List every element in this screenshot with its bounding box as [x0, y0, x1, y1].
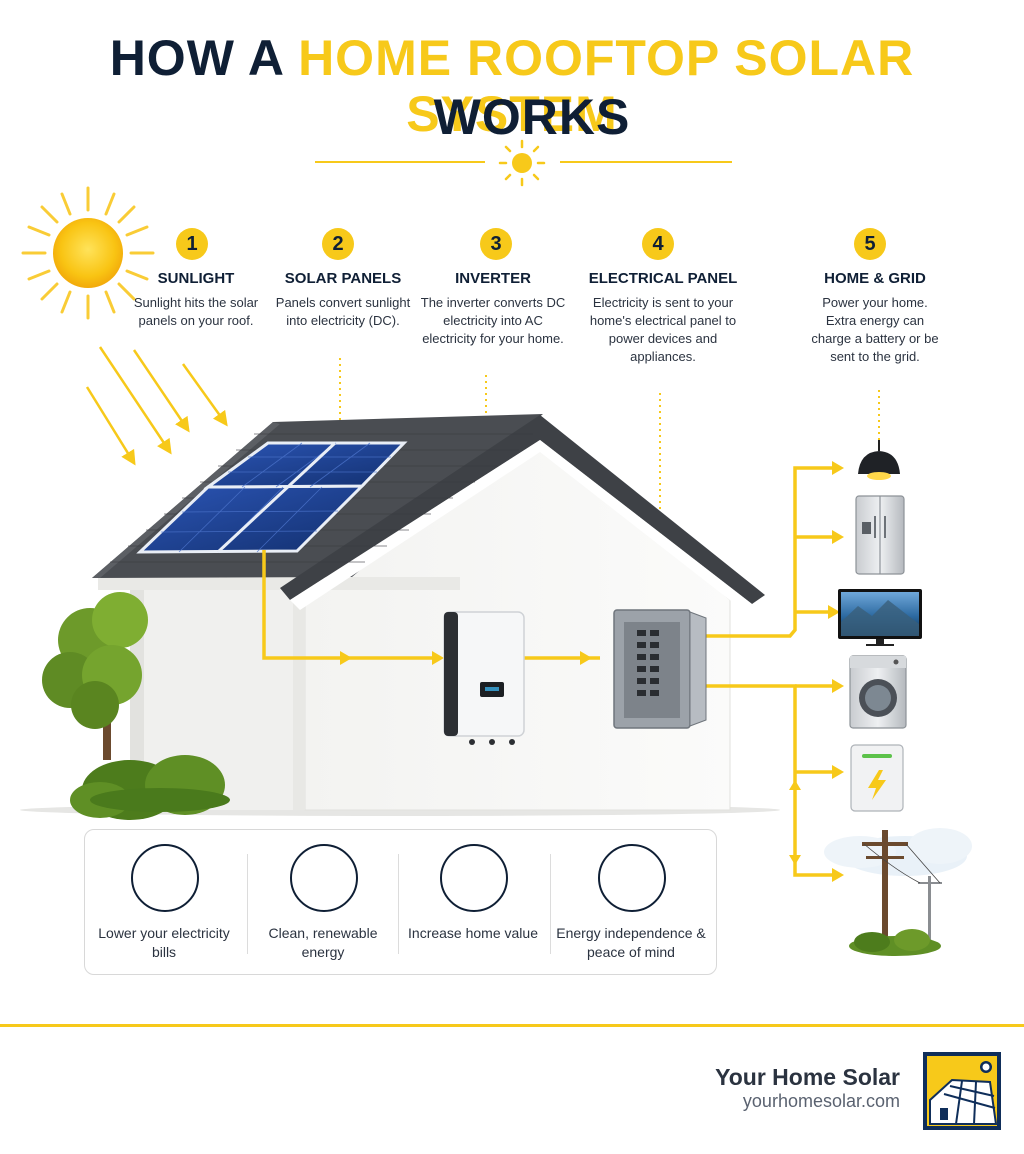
benefit-icon-circle	[598, 844, 666, 912]
benefit-icon-circle	[131, 844, 199, 912]
page-title: HOW A HOME ROOFTOP SOLAR SYSTEM	[0, 30, 1024, 142]
page-title-line-2: WORKS	[433, 89, 631, 145]
title-divider-left	[315, 161, 485, 163]
benefit-independence: Energy independence & peace of mind	[556, 830, 706, 974]
step-5-number: 5	[854, 228, 886, 260]
title-divider-right	[560, 161, 732, 163]
benefit-label: Clean, renewable energy	[268, 925, 378, 960]
benefit-clean-energy: Clean, renewable energy	[248, 830, 398, 974]
step-5-title: HOME & GRID	[824, 270, 926, 287]
title-part-1: HOW A	[109, 30, 299, 86]
step-connectors	[339, 358, 880, 598]
home-battery-icon	[850, 744, 904, 812]
step-2-description: Panels convert sunlight into electricity…	[275, 295, 411, 328]
benefit-lower-bills: Lower your electricity bills	[89, 830, 239, 974]
step-2-number: 2	[322, 228, 354, 260]
step-2-title: SOLAR PANELS	[284, 270, 402, 287]
brand-url[interactable]: yourhomesolar.com	[742, 1091, 900, 1111]
benefit-divider	[247, 854, 248, 954]
benefit-divider	[398, 854, 399, 954]
benefit-label: Energy independence & peace of mind	[556, 925, 706, 960]
title-sun-icon	[498, 139, 546, 187]
benefit-icon-circle	[290, 844, 358, 912]
solar-roof-logo-icon	[923, 1052, 1001, 1130]
step-1-number: 1	[176, 228, 208, 260]
step-4-number: 4	[642, 228, 674, 260]
utility-pole-icon	[824, 828, 972, 956]
solar-panels	[136, 441, 408, 554]
inverter-icon	[443, 611, 525, 745]
step-5-description: Power your home. Extra energy can charge…	[811, 295, 939, 364]
footer-divider	[0, 1024, 1024, 1027]
brand-name: Your Home Solar	[715, 1064, 900, 1090]
refrigerator-icon	[855, 495, 905, 575]
sunlight-rays	[85, 346, 228, 466]
benefits-panel: Lower your electricity bills Clean, rene…	[84, 829, 717, 975]
benefit-icon-circle	[440, 844, 508, 912]
television-icon	[838, 589, 922, 646]
step-3-description: The inverter converts DC electricity int…	[420, 295, 566, 346]
benefit-home-value: Increase home value	[398, 830, 548, 974]
washing-machine-icon	[849, 655, 907, 729]
step-3-number: 3	[480, 228, 512, 260]
step-3-title: INVERTER	[455, 270, 531, 287]
bushes	[70, 755, 230, 820]
step-4-description: Electricity is sent to your home's elect…	[589, 295, 737, 364]
electrical-panel-icon	[613, 609, 707, 729]
step-1-description: Sunlight hits the solar panels on your r…	[133, 295, 259, 328]
sun-icon	[21, 186, 155, 320]
benefit-label: Lower your electricity bills	[98, 925, 230, 960]
flow-arrows	[340, 461, 844, 882]
step-1-title: SUNLIGHT	[157, 270, 235, 287]
tree-icon	[42, 592, 148, 760]
title-part-2-highlight: HOME ROOFTOP SOLAR SYSTEM	[298, 30, 915, 142]
benefit-label: Increase home value	[408, 925, 538, 941]
benefit-divider	[550, 854, 551, 954]
lamp-icon	[858, 440, 900, 480]
step-4-title: ELECTRICAL PANEL	[588, 270, 738, 287]
